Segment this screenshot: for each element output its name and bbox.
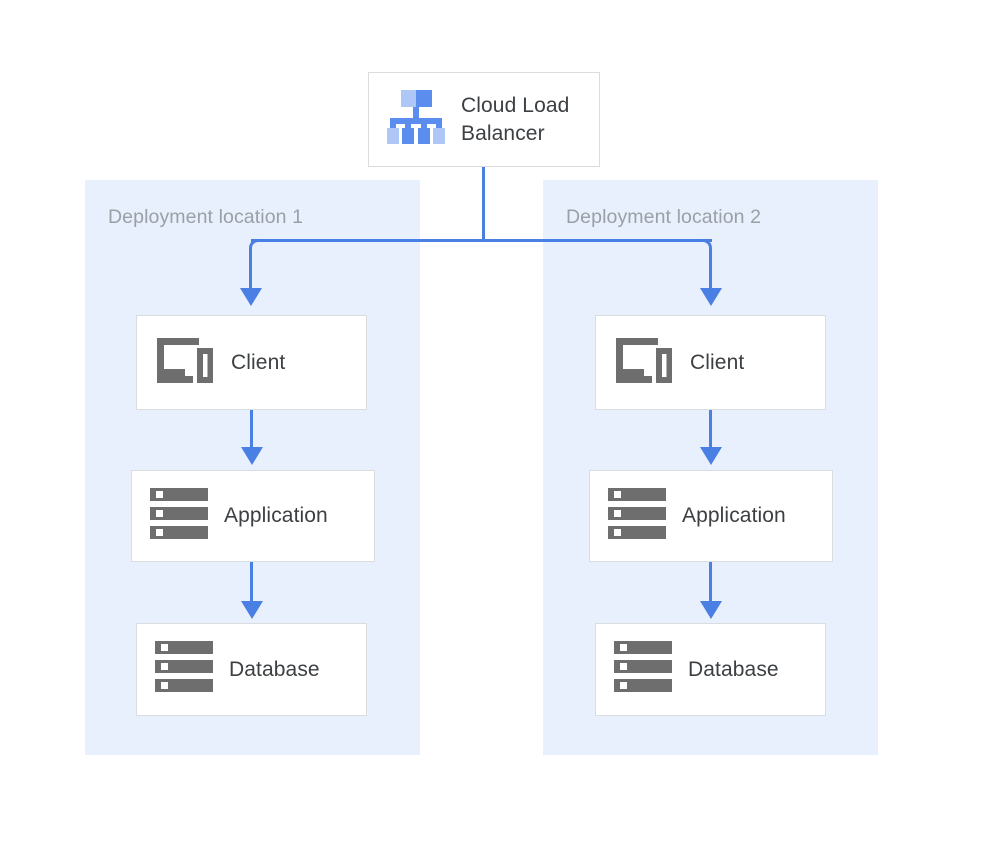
load-balancer-icon bbox=[387, 90, 445, 149]
connector-lb-drop-left bbox=[249, 248, 252, 291]
connector-lb-bus-right bbox=[482, 239, 712, 242]
devices-icon bbox=[614, 336, 674, 389]
connector-client-1-to-app-1 bbox=[250, 410, 253, 450]
server-icon bbox=[614, 641, 672, 698]
connector-lb-trunk bbox=[482, 167, 485, 241]
arrowhead-app-2-to-db-2 bbox=[700, 601, 722, 619]
arrowhead-lb-to-client-2 bbox=[700, 288, 722, 306]
node-application-1[interactable]: Application bbox=[131, 470, 375, 562]
server-icon bbox=[155, 641, 213, 698]
node-cloud-load-balancer[interactable]: Cloud Load Balancer bbox=[368, 72, 600, 167]
server-icon bbox=[608, 487, 666, 545]
connector-lb-drop-right bbox=[709, 248, 712, 291]
server-icon bbox=[150, 487, 208, 545]
connector-client-2-to-app-2 bbox=[709, 410, 712, 450]
connector-lb-corner-left bbox=[249, 239, 261, 253]
node-database-2-label: Database bbox=[688, 657, 779, 681]
connector-app-2-to-db-2 bbox=[709, 562, 712, 604]
arrowhead-app-1-to-db-1 bbox=[241, 601, 263, 619]
arrowhead-client-1-to-app-1 bbox=[241, 447, 263, 465]
deployment-zone-1-label: Deployment location 1 bbox=[108, 206, 304, 228]
devices-icon bbox=[155, 336, 215, 389]
node-client-1-label: Client bbox=[231, 350, 286, 374]
node-database-2[interactable]: Database bbox=[595, 623, 826, 716]
node-client-1[interactable]: Client bbox=[136, 315, 367, 410]
node-client-2-label: Client bbox=[690, 350, 745, 374]
node-database-1-label: Database bbox=[229, 657, 320, 681]
arrowhead-lb-to-client-1 bbox=[240, 288, 262, 306]
node-client-2[interactable]: Client bbox=[595, 315, 826, 410]
node-application-2-label: Application bbox=[682, 504, 786, 527]
node-application-1-label: Application bbox=[224, 504, 328, 527]
connector-lb-bus-left bbox=[251, 239, 485, 242]
deployment-zone-2-label: Deployment location 2 bbox=[566, 206, 762, 228]
arrowhead-client-2-to-app-2 bbox=[700, 447, 722, 465]
node-application-2[interactable]: Application bbox=[589, 470, 833, 562]
connector-app-1-to-db-1 bbox=[250, 562, 253, 604]
connector-lb-corner-right bbox=[700, 239, 712, 253]
node-cloud-load-balancer-label: Cloud Load Balancer bbox=[461, 94, 570, 145]
node-database-1[interactable]: Database bbox=[136, 623, 367, 716]
